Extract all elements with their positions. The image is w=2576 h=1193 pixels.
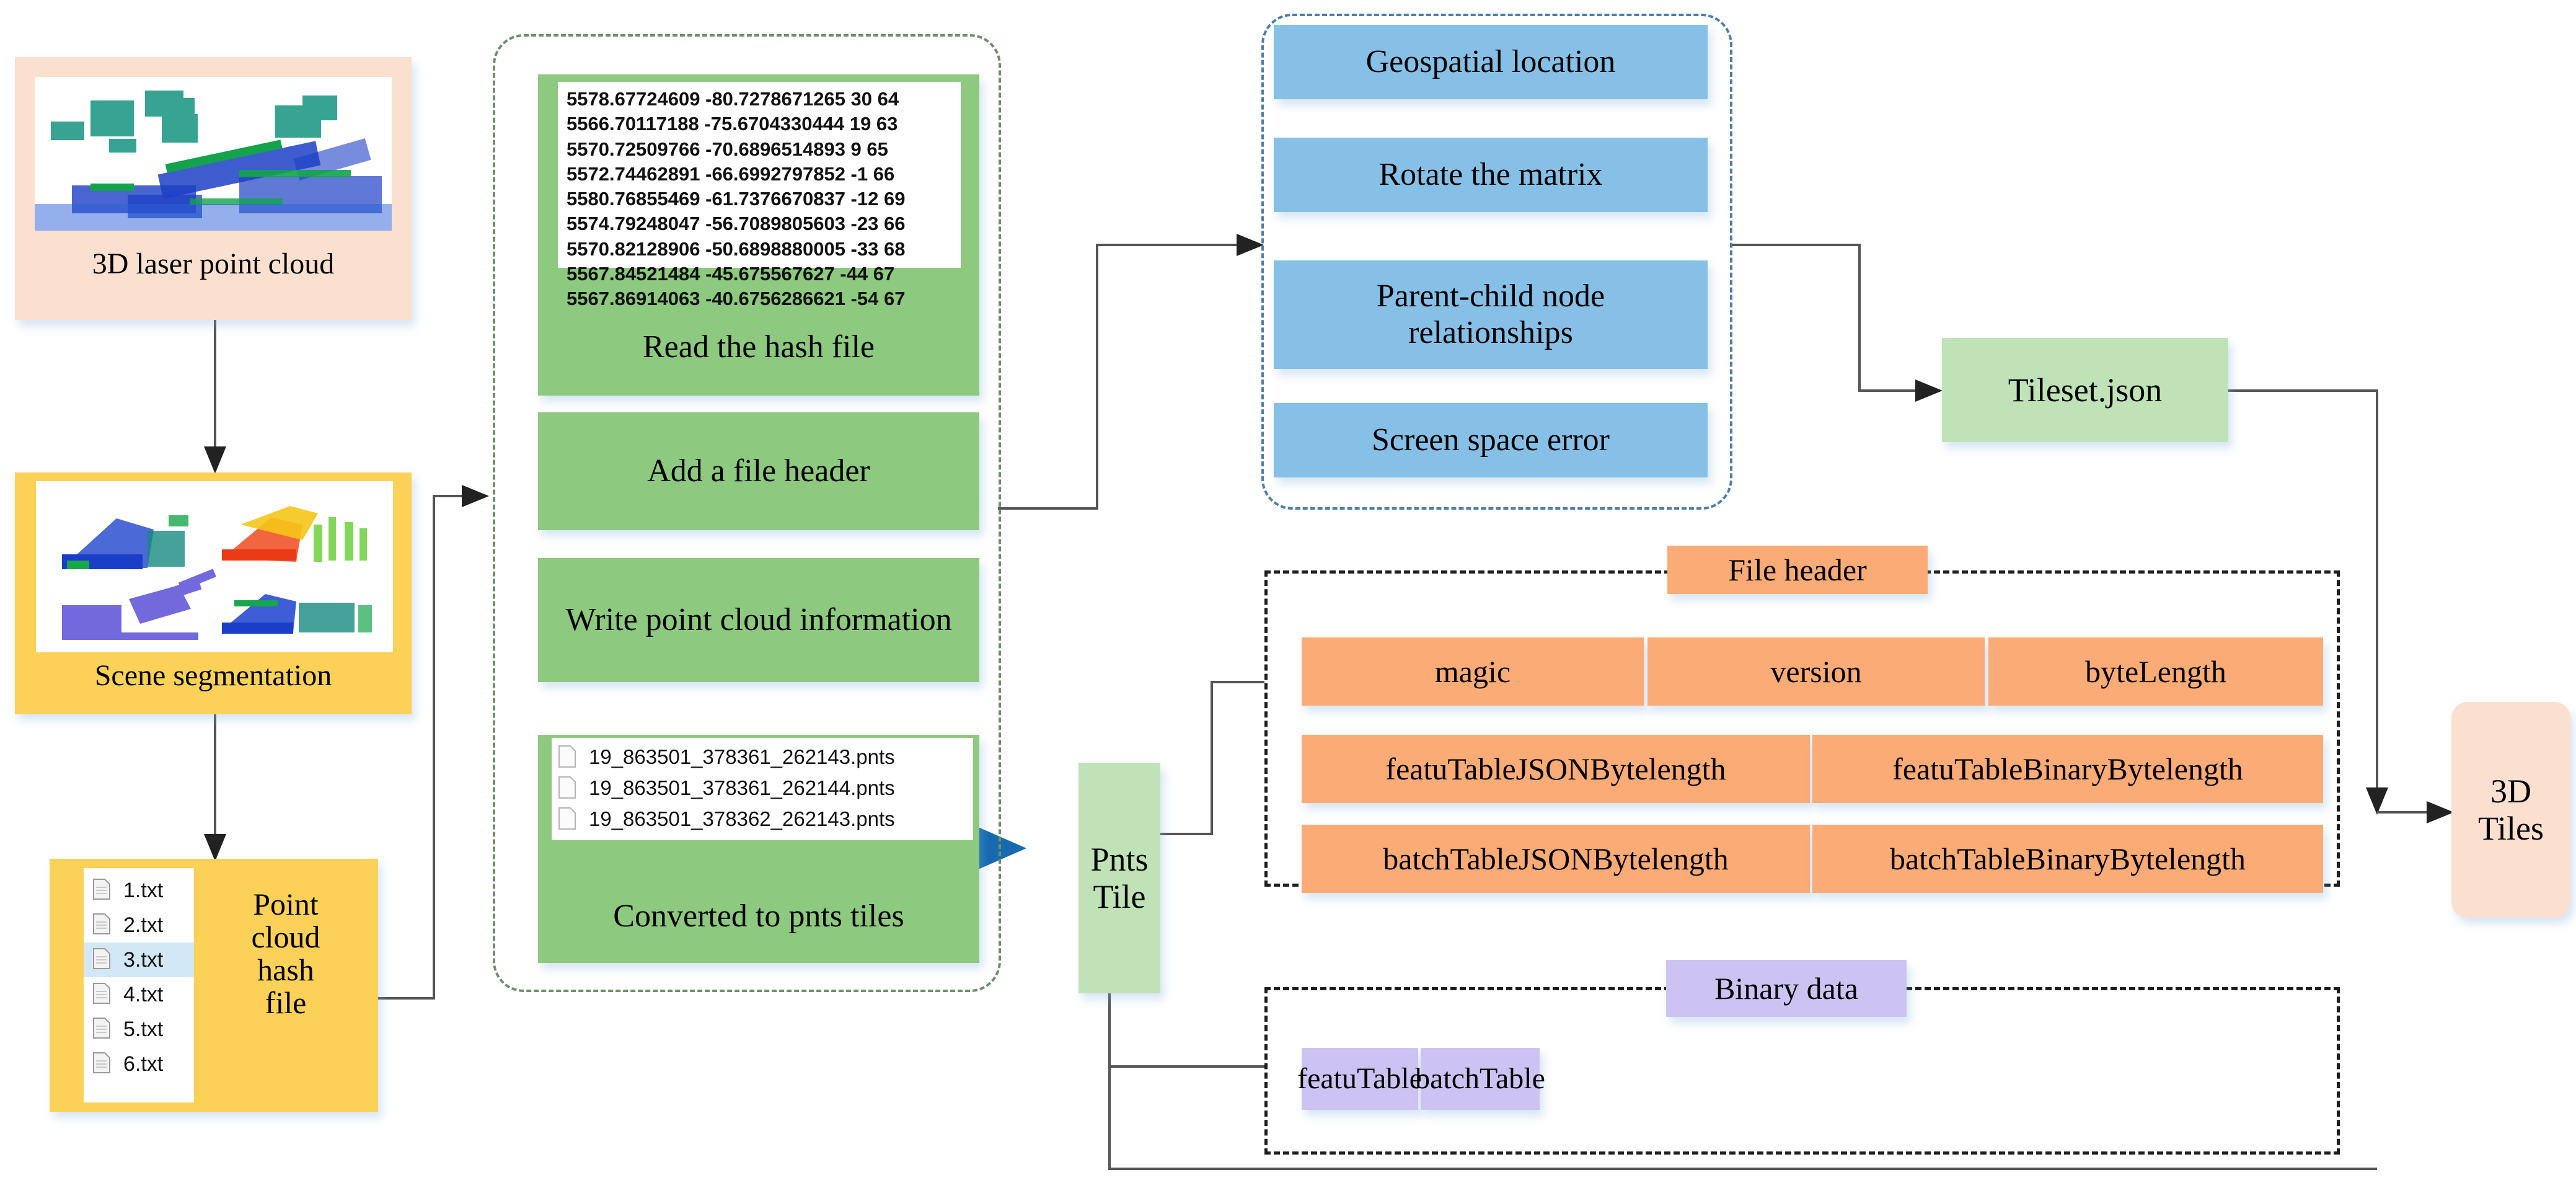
tileset-attribute-group xyxy=(1261,14,1732,510)
tileset-attr-geospatial-location[interactable]: Geospatial location xyxy=(1274,25,1708,99)
artifact-tileset-json[interactable]: Tileset.json xyxy=(1942,338,2228,442)
process-write-point-cloud-information[interactable]: Write point cloud information xyxy=(538,558,979,682)
file-header-field-bytelength[interactable]: byteLength xyxy=(1988,637,2323,706)
file-header-field-batchtablebinarybytelength[interactable]: batchTableBinaryBytelength xyxy=(1812,825,2323,893)
list-item[interactable]: 1.txt xyxy=(84,873,194,908)
hash-row: 5578.67724609 -80.7278671265 30 64 xyxy=(567,88,899,110)
tileset-attr-parent-child-node-relationships[interactable]: Parent-child node relationships xyxy=(1274,260,1708,369)
file-icon xyxy=(92,1052,113,1076)
caption-line: file xyxy=(265,985,307,1020)
hash-row: 5566.70117188 -75.6704330444 19 63 xyxy=(567,113,898,135)
file-name: 19_863501_378362_262143.pnts xyxy=(589,807,895,830)
hash-file-content-preview: 5578.67724609 -80.7278671265 30 64 5566.… xyxy=(558,82,961,309)
file-icon xyxy=(558,807,579,832)
list-item[interactable]: 19_863501_378362_262143.pnts xyxy=(558,804,967,835)
list-item[interactable]: 6.txt xyxy=(84,1047,194,1081)
pnts-generation-group xyxy=(493,34,1001,992)
file-header-field-featutablejsonbytelength[interactable]: featuTableJSONBytelength xyxy=(1302,735,1810,803)
process-read-the-hash-file-label: Read the hash file xyxy=(643,329,875,365)
file-name: 2.txt xyxy=(123,913,164,937)
hash-row: 5574.79248047 -56.7089805603 -23 66 xyxy=(567,213,906,235)
hash-row: 5580.76855469 -61.7376670837 -12 69 xyxy=(567,188,906,210)
file-header-field-featutablebinarybytelength[interactable]: featuTableBinaryBytelength xyxy=(1812,735,2323,803)
scene-segmentation-preview-image xyxy=(36,481,393,652)
file-name: 4.txt xyxy=(123,982,164,1006)
hash-row: 5567.84521484 -45.675567627 -44 67 xyxy=(567,263,895,285)
point-cloud-preview-image xyxy=(35,77,392,231)
caption-line: Point xyxy=(253,887,319,921)
list-item[interactable]: 19_863501_378361_262144.pnts xyxy=(558,773,967,804)
process-add-a-file-header[interactable]: Add a file header xyxy=(538,412,979,530)
pnts-tile-line: Pnts xyxy=(1090,840,1149,878)
hash-row: 5570.82128906 -50.6898880005 -33 68 xyxy=(567,237,906,260)
file-icon xyxy=(92,913,113,938)
binary-data-title: Binary data xyxy=(1666,960,1907,1017)
file-name: 6.txt xyxy=(123,1052,164,1076)
file-name: 19_863501_378361_262144.pnts xyxy=(589,776,895,799)
file-icon xyxy=(558,776,579,801)
binary-data-field-batchtable[interactable]: batchTable xyxy=(1415,1048,1545,1110)
file-header-field-batchtablejsonbytelength[interactable]: batchTableJSONBytelength xyxy=(1302,825,1810,893)
pnts-file-list[interactable]: 19_863501_378361_262143.pnts 19_863501_3… xyxy=(552,738,973,840)
tileset-attr-screen-space-error[interactable]: Screen space error xyxy=(1274,403,1708,477)
file-header-field-version[interactable]: version xyxy=(1647,637,1985,706)
caption-line: cloud xyxy=(251,920,320,954)
file-icon xyxy=(558,745,579,769)
file-name: 3.txt xyxy=(123,947,164,972)
hash-file-list-rows: 1.txt 2.txt 3.txt 4.txt 5.txt xyxy=(84,873,194,1081)
list-item[interactable]: 2.txt xyxy=(84,908,194,942)
output-label-line: Tiles xyxy=(2477,810,2544,847)
file-name: 1.txt xyxy=(123,878,164,902)
file-name: 5.txt xyxy=(123,1017,164,1041)
input-point-cloud-hash-file-caption: Point cloud hash file xyxy=(198,888,373,1019)
file-icon xyxy=(92,982,113,1007)
file-icon xyxy=(92,947,113,972)
output-label-line: 3D xyxy=(2490,772,2531,810)
file-header-title: File header xyxy=(1667,546,1928,594)
list-item[interactable]: 19_863501_378361_262143.pnts xyxy=(558,742,967,773)
file-icon xyxy=(92,878,113,903)
hash-row: 5570.72509766 -70.6896514893 9 65 xyxy=(567,138,888,160)
hash-row: 5572.74462891 -66.6992797852 -1 66 xyxy=(567,162,895,185)
file-header-field-magic[interactable]: magic xyxy=(1302,637,1644,706)
list-item[interactable]: 5.txt xyxy=(84,1012,194,1047)
tileset-attr-rotate-the-matrix[interactable]: Rotate the matrix xyxy=(1274,138,1708,212)
process-converted-to-pnts-tiles-label: Converted to pnts tiles xyxy=(613,898,904,934)
input-scene-segmentation-caption: Scene segmentation xyxy=(94,659,332,692)
input-3d-laser-point-cloud-caption: 3D laser point cloud xyxy=(92,247,335,280)
file-name: 19_863501_378361_262143.pnts xyxy=(589,745,895,768)
binary-data-field-featutable[interactable]: featuTable xyxy=(1297,1048,1423,1110)
pnts-tile-line: Tile xyxy=(1093,878,1146,915)
list-item[interactable]: 4.txt xyxy=(84,977,194,1012)
hash-row: 5567.86914063 -40.6756286621 -54 67 xyxy=(567,288,906,310)
file-icon xyxy=(92,1017,113,1042)
caption-line: hash xyxy=(257,952,314,987)
list-item-selected[interactable]: 3.txt xyxy=(84,942,194,977)
